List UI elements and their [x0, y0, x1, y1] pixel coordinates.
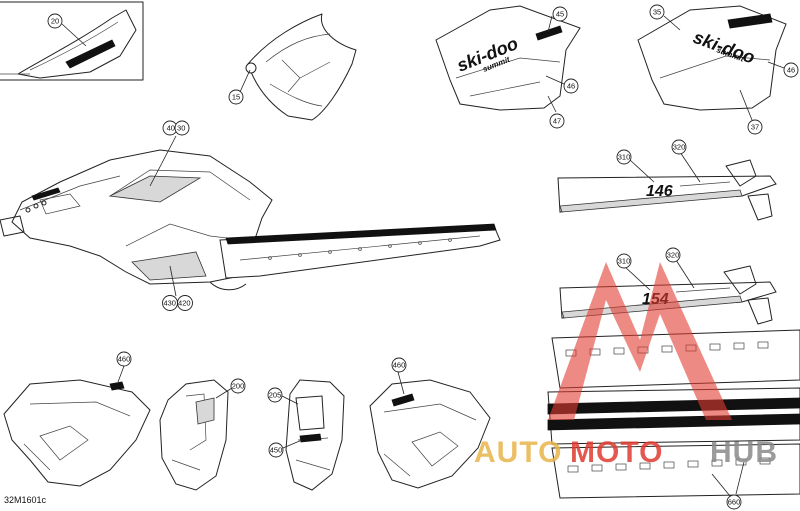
- tunnel-rivets: [268, 238, 452, 260]
- callout-40-30-label: 40 30: [167, 124, 186, 133]
- callout-46-a[interactable]: [563, 78, 579, 94]
- callout-310-b-label: 310: [618, 257, 631, 266]
- callout-450[interactable]: [268, 442, 284, 458]
- callout-15[interactable]: [228, 89, 244, 105]
- watermark-text-moto: MOTO: [570, 436, 663, 469]
- callout-20-label: 20: [51, 17, 59, 26]
- callout-310-b[interactable]: [616, 253, 632, 269]
- callout-45[interactable]: [552, 6, 568, 22]
- lower-side-panel-right: 460: [369, 357, 491, 489]
- lower-side-panel-left: 460: [3, 351, 151, 487]
- watermark-text-auto: AUTO: [474, 436, 562, 469]
- callout-205-label: 205: [269, 391, 282, 400]
- watermark-logo: AUTO MOTO HUB: [474, 262, 778, 469]
- callout-37[interactable]: [747, 119, 763, 135]
- callout-460-b-label: 460: [393, 361, 406, 370]
- callout-320-a-label: 320: [673, 143, 686, 152]
- callout-20[interactable]: [47, 13, 63, 29]
- callout-430-420-label: 430 420: [163, 299, 190, 308]
- callout-460-b[interactable]: [391, 357, 407, 373]
- callout-660-label: 660: [728, 498, 741, 507]
- callout-37-label: 37: [751, 123, 759, 132]
- callout-320-b[interactable]: [665, 247, 681, 263]
- nose-piece: 15: [228, 13, 357, 121]
- main-body-assembly: 40 30 430 420: [0, 120, 501, 311]
- callout-47[interactable]: [549, 113, 565, 129]
- detail-box-windshield-decal: 20: [0, 1, 144, 81]
- tunnel-decal-146: 146 310 320: [557, 139, 777, 221]
- callout-15-label: 15: [232, 93, 240, 102]
- side-piece-200: 200: [159, 378, 246, 491]
- callout-47-label: 47: [553, 117, 561, 126]
- diagram-code: 32M1601c: [4, 495, 47, 505]
- callout-46-b[interactable]: [783, 62, 799, 78]
- side-panel-a: ski-doo summit 45 46 47: [435, 5, 581, 129]
- callout-450-label: 450: [270, 446, 283, 455]
- callout-35[interactable]: [649, 4, 665, 20]
- callout-320-b-label: 320: [667, 251, 680, 260]
- track-lugs-bottom: [567, 457, 771, 473]
- callout-46-b-label: 46: [787, 66, 795, 75]
- callout-46-a-label: 46: [567, 82, 575, 91]
- callout-460-a-label: 460: [118, 355, 131, 364]
- callout-45-label: 45: [556, 10, 564, 19]
- callout-420[interactable]: [177, 295, 193, 311]
- watermark-triangle-mark: [548, 262, 732, 420]
- callout-200-label: 200: [232, 382, 245, 391]
- callout-320-a[interactable]: [671, 139, 687, 155]
- callout-460-a[interactable]: [116, 351, 132, 367]
- callout-35-label: 35: [653, 8, 661, 17]
- callout-660[interactable]: [726, 494, 742, 510]
- callout-310-a[interactable]: [616, 149, 632, 165]
- callout-205[interactable]: [267, 387, 283, 403]
- callout-310-a-label: 310: [618, 153, 631, 162]
- track-closeup: 660: [547, 329, 800, 510]
- callout-30[interactable]: [174, 120, 190, 136]
- nose-decal-dot: [245, 62, 257, 74]
- side-panel-b: ski-doo summit 35 46 37: [637, 4, 799, 135]
- length-decal-146: 146: [646, 183, 673, 200]
- side-piece-205: 205 450: [267, 379, 345, 491]
- callout-200[interactable]: [230, 378, 246, 394]
- watermark-text-hub: HUB: [710, 436, 778, 469]
